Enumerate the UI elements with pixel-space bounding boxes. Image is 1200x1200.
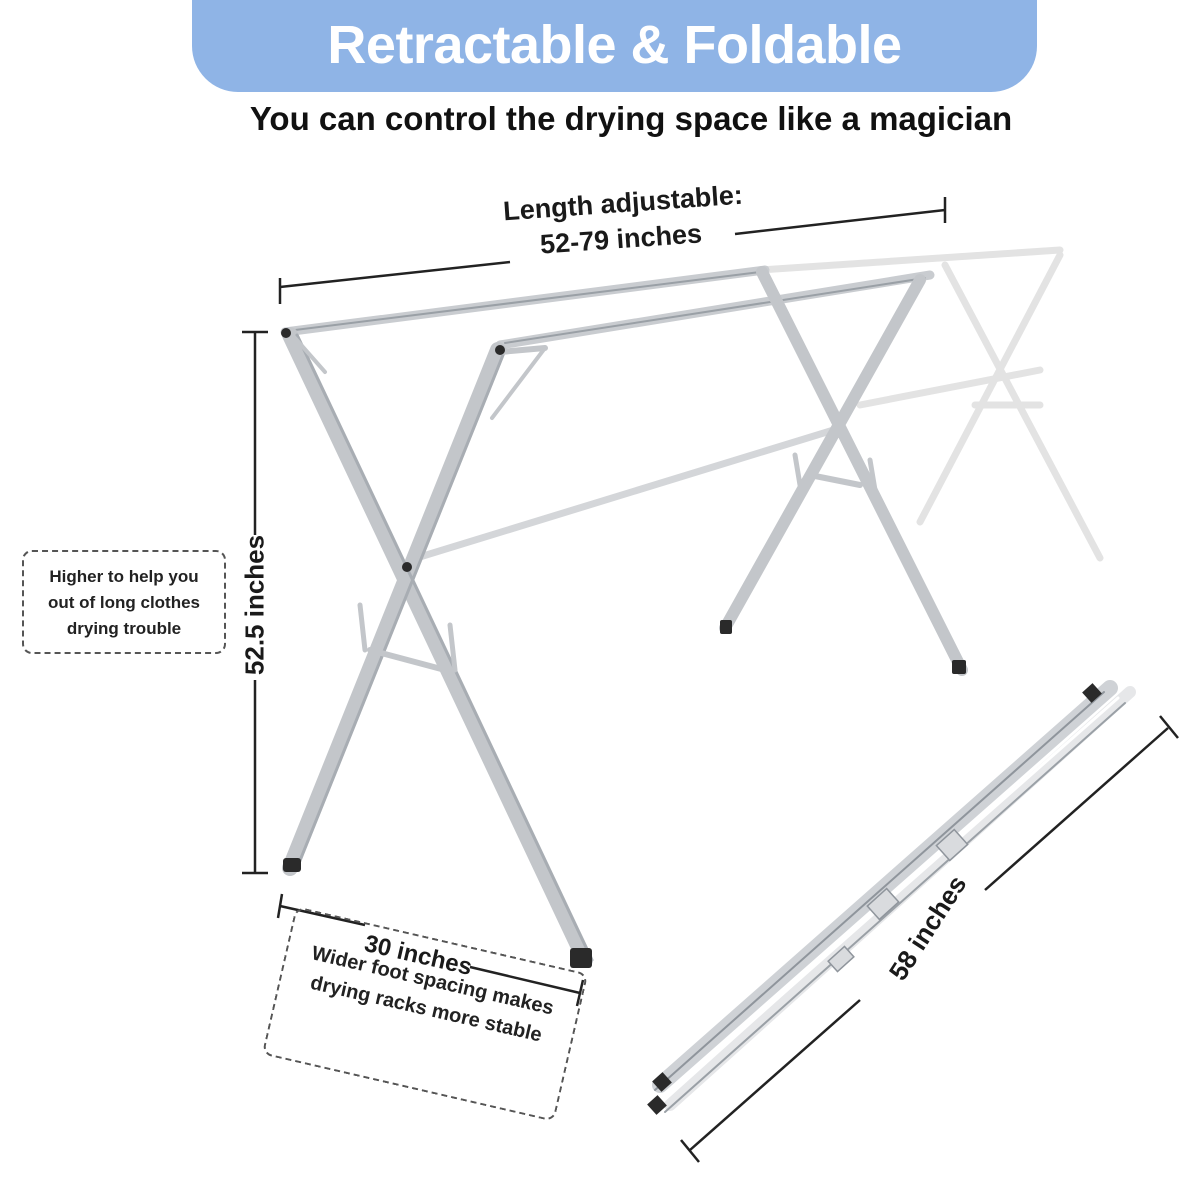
folded-rack (647, 680, 1136, 1115)
ghost-extended-rack (756, 246, 1104, 562)
title-banner (192, 0, 1037, 92)
page-subtitle: You can control the drying space like a … (249, 100, 1013, 137)
height-note-line: out of long clothes (47, 593, 201, 612)
height-note-line: drying trouble (66, 619, 182, 638)
dimension-lines (242, 197, 1179, 1163)
rack-feet (281, 328, 966, 968)
height-note-line: Higher to help you (49, 567, 199, 586)
height-label: 52.5 inches (239, 534, 270, 676)
height-note-box: Higher to help you out of long clothes d… (22, 550, 226, 654)
page-title: Retractable & Foldable (327, 15, 902, 75)
main-rack-frame (280, 265, 968, 968)
